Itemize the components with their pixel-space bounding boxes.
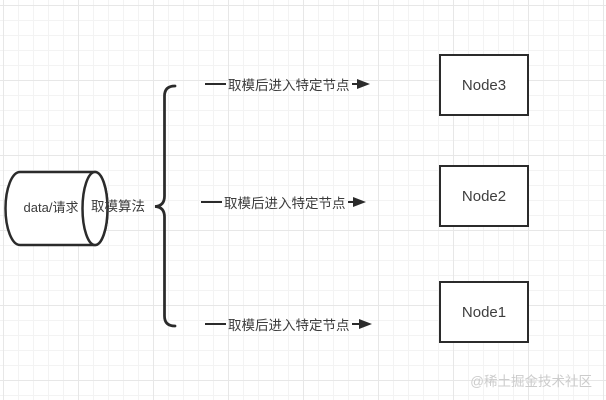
branch-arrow-3-label: 取模后进入特定节点: [228, 318, 350, 333]
cylinder-shape: [4, 170, 109, 247]
node-box-label: Node2: [461, 187, 507, 205]
arrow-line: [351, 323, 359, 325]
watermark: @稀土掘金技术社区: [470, 374, 592, 389]
algorithm-label: 取模算法: [91, 199, 145, 214]
arrowhead-icon: [356, 79, 370, 89]
branch-arrow-1-label: 取模后进入特定节点: [228, 78, 350, 93]
branch-arrow-2: 取模后进入特定节点: [201, 193, 366, 211]
arrowhead-icon: [358, 319, 372, 329]
branch-arrow-3: 取模后进入特定节点: [205, 315, 372, 333]
branch-arrow-2-label: 取模后进入特定节点: [224, 196, 346, 211]
node-box-node1: Node1: [439, 281, 529, 343]
arrow-line: [351, 83, 357, 85]
arrow-line: [205, 323, 226, 325]
node-box-node2: Node2: [439, 165, 529, 227]
arrow-line: [205, 83, 226, 85]
arrow-line: [347, 201, 353, 203]
node-box-label: Node1: [461, 303, 507, 321]
node-box-label: Node3: [461, 76, 507, 94]
arrowhead-icon: [352, 197, 366, 207]
node-box-node3: Node3: [439, 54, 529, 116]
arrow-line: [201, 201, 222, 203]
curly-brace: [154, 84, 177, 328]
cylinder-label: data/请求: [23, 200, 79, 215]
branch-arrow-1: 取模后进入特定节点: [205, 75, 370, 93]
